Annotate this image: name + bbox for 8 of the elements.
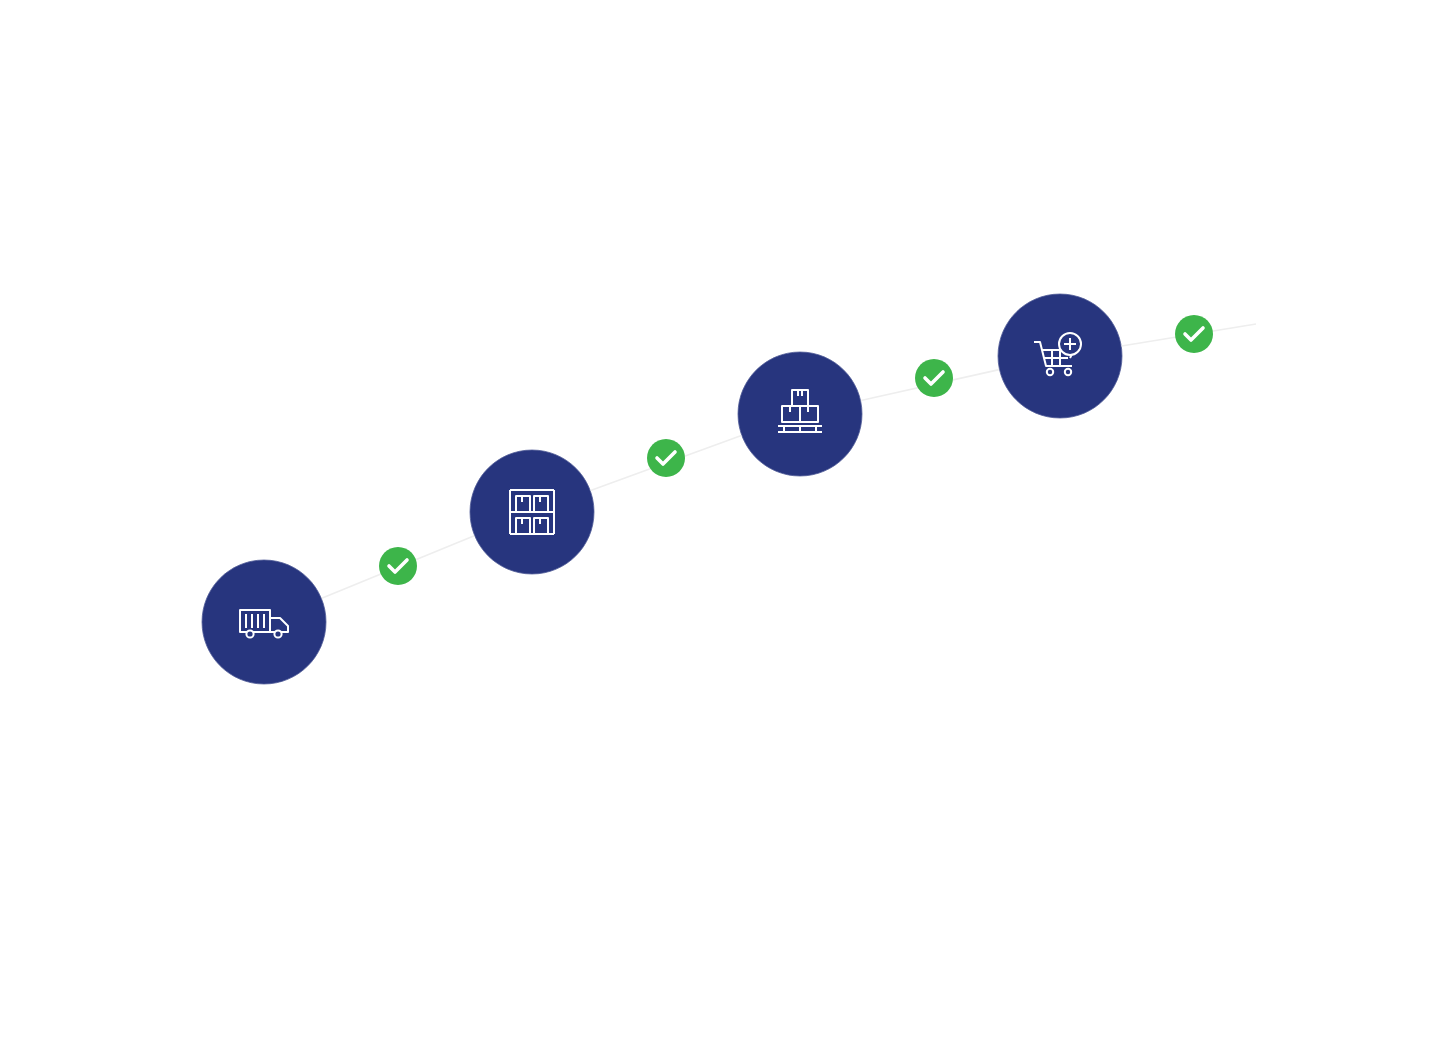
- step-circle: [469, 449, 595, 575]
- step-circle: [997, 293, 1123, 419]
- connector-line: [1120, 323, 1257, 347]
- connector-line: [860, 368, 1000, 402]
- step-circle: [201, 559, 327, 685]
- connector-line: [589, 434, 743, 492]
- step-circle: [737, 351, 863, 477]
- connector-line: [320, 534, 476, 600]
